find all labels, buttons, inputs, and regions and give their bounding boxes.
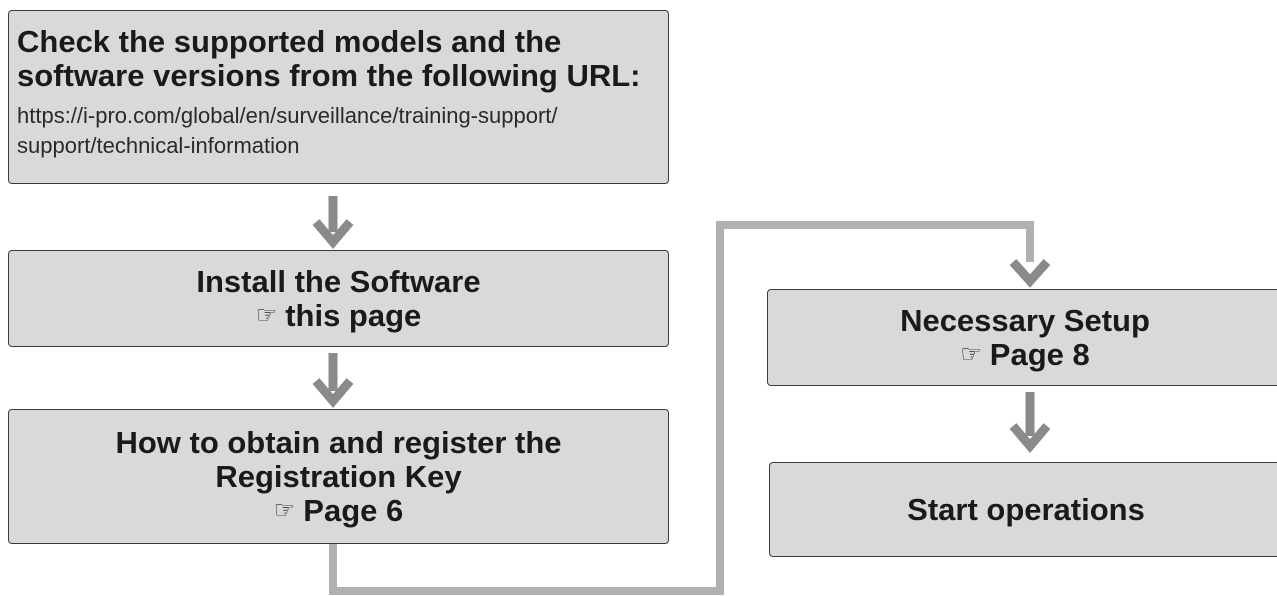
step-register-box: How to obtain and register the Registrat… bbox=[8, 409, 669, 544]
step-setup-ref: ☞ Page 8 bbox=[960, 336, 1090, 372]
step-check-box: Check the supported models and the softw… bbox=[8, 10, 669, 184]
step-install-ref: ☞ this page bbox=[255, 297, 422, 333]
step-register-ref-text: Page 6 bbox=[303, 492, 404, 528]
step-install-box: Install the Software ☞ this page bbox=[8, 250, 669, 347]
pointing-hand-icon: ☞ bbox=[960, 340, 982, 368]
step-setup-box: Necessary Setup ☞ Page 8 bbox=[767, 289, 1277, 386]
step-check-title-line2: software versions from the following URL… bbox=[17, 58, 641, 93]
pointing-hand-icon: ☞ bbox=[273, 496, 296, 524]
step-register-ref: ☞ Page 6 bbox=[273, 492, 404, 528]
step-install-title: Install the Software bbox=[196, 263, 481, 299]
step-setup-ref-text: Page 8 bbox=[989, 336, 1090, 372]
step-register-title-line1: How to obtain and register the bbox=[115, 424, 562, 460]
url-line2: support/technical-information bbox=[17, 133, 300, 158]
step-setup-title: Necessary Setup bbox=[900, 302, 1150, 338]
url-line1: https://i-pro.com/global/en/surveillance… bbox=[17, 103, 558, 128]
step-start-title: Start operations bbox=[907, 491, 1145, 527]
step-register-title-line2: Registration Key bbox=[215, 458, 462, 494]
pointing-hand-icon: ☞ bbox=[255, 301, 278, 329]
step-start-box: Start operations bbox=[769, 462, 1277, 557]
step-install-ref-text: this page bbox=[285, 297, 422, 333]
down-arrow-icon bbox=[312, 196, 354, 249]
down-arrow-icon bbox=[312, 353, 354, 408]
down-arrow-icon bbox=[1009, 258, 1051, 288]
route-connector-line bbox=[329, 221, 1034, 595]
down-arrow-icon bbox=[1009, 392, 1051, 453]
step-check-title-line1: Check the supported models and the bbox=[17, 24, 562, 59]
